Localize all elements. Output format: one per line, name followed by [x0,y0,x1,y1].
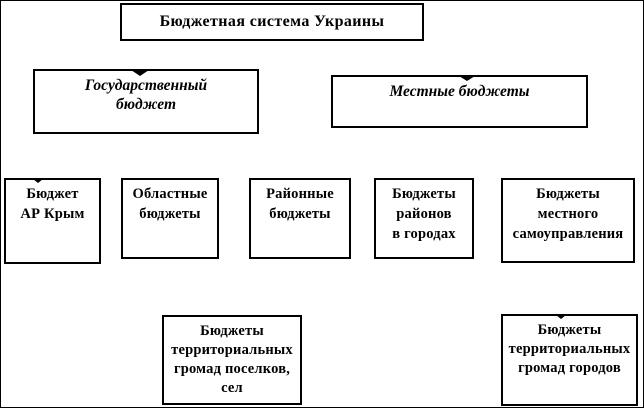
node-line: Бюджет [26,186,79,202]
node-city-raion-budgets: Бюджеты районов в городах [374,178,474,259]
arrowhead-down-icon [556,315,566,319]
node-line: Бюджеты [536,186,600,202]
node-city-hromada-budgets: Бюджеты территориальных громад городов [501,314,638,406]
node-local-budgets: Местные бюджеты [331,75,588,128]
node-line: бюджет [115,96,177,113]
node-label: Местные бюджеты [389,83,530,100]
node-line: Государственный [84,77,208,94]
node-line: территориальных [171,342,293,358]
node-budget-system: Бюджетная система Украины [120,3,424,41]
node-line: местного [537,206,599,222]
arrowhead-down-icon [459,76,475,81]
node-line: Бюджеты [392,186,456,202]
node-settlement-village-budgets: Бюджеты территориальных громад поселков,… [162,315,302,405]
node-line: самоуправления [512,226,624,242]
node-state-budget: Государственный бюджет [33,69,259,134]
node-line: территориальных [508,341,631,357]
node-line: громад поселков, [173,361,291,377]
node-line: Районные [266,186,334,202]
node-crimea-budget: Бюджет АР Крым [4,178,101,264]
node-line: сел [221,380,243,396]
node-label: Бюджетная система Украины [159,13,385,30]
arrowhead-down-icon [131,70,149,76]
node-line: Областные [132,186,208,202]
node-line: АР Крым [20,206,85,222]
node-oblast-budgets: Областные бюджеты [121,178,219,259]
node-raion-budgets: Районные бюджеты [249,178,351,259]
node-line: в городах [392,226,456,242]
node-line: громад городов [518,360,621,376]
node-line: Бюджеты [537,322,602,338]
node-line: бюджеты [269,206,331,222]
arrowhead-down-icon [33,179,43,183]
node-local-self-government-budgets: Бюджеты местного самоуправления [501,178,635,263]
node-line: Бюджеты [200,323,264,339]
node-line: бюджеты [139,206,201,222]
node-line: районов [396,206,452,222]
